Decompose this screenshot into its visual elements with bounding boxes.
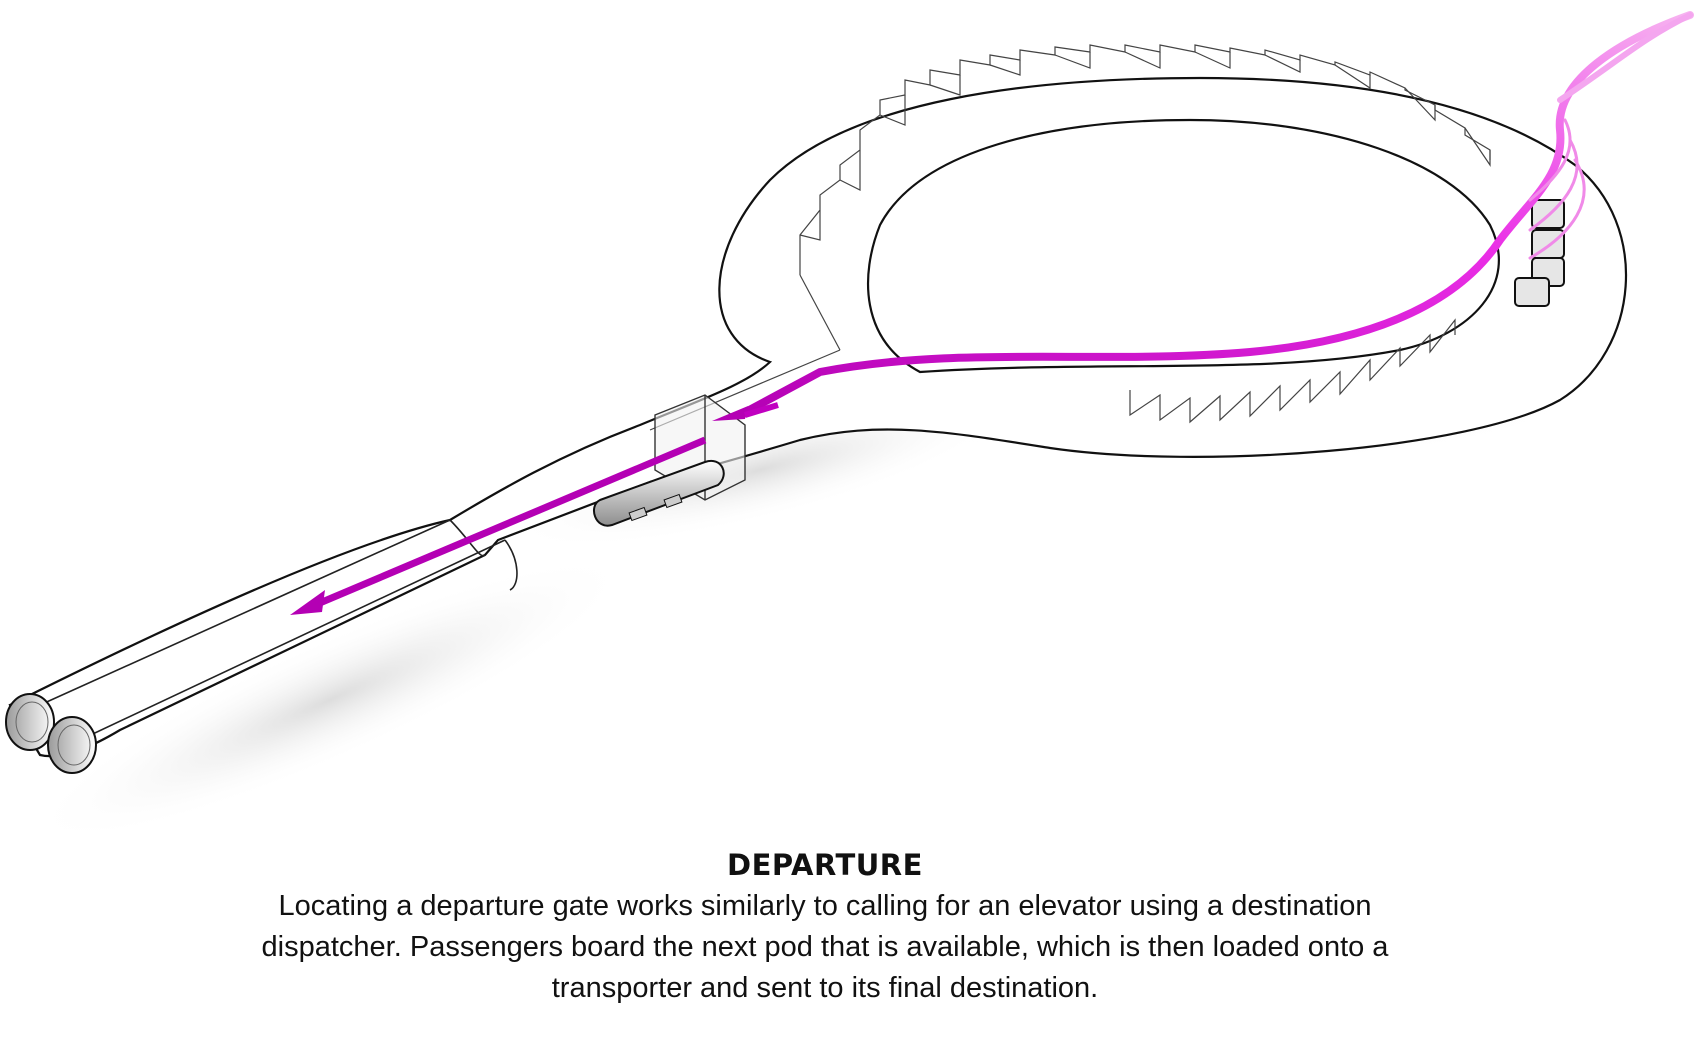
caption-body: Locating a departure gate works similarl… [261,890,1389,1004]
transport-pod [593,459,725,527]
passenger-flow-paths [736,11,1694,419]
caption-title: DEPARTURE [727,848,923,882]
caption: DEPARTURE Locating a departure gate work… [250,846,1400,1009]
departure-arrow [290,402,779,615]
departure-diagram [5,11,1694,830]
tunnel-mouths [5,693,97,774]
tunnel-tubes [39,519,518,741]
loop-inner-hole [866,118,1500,374]
